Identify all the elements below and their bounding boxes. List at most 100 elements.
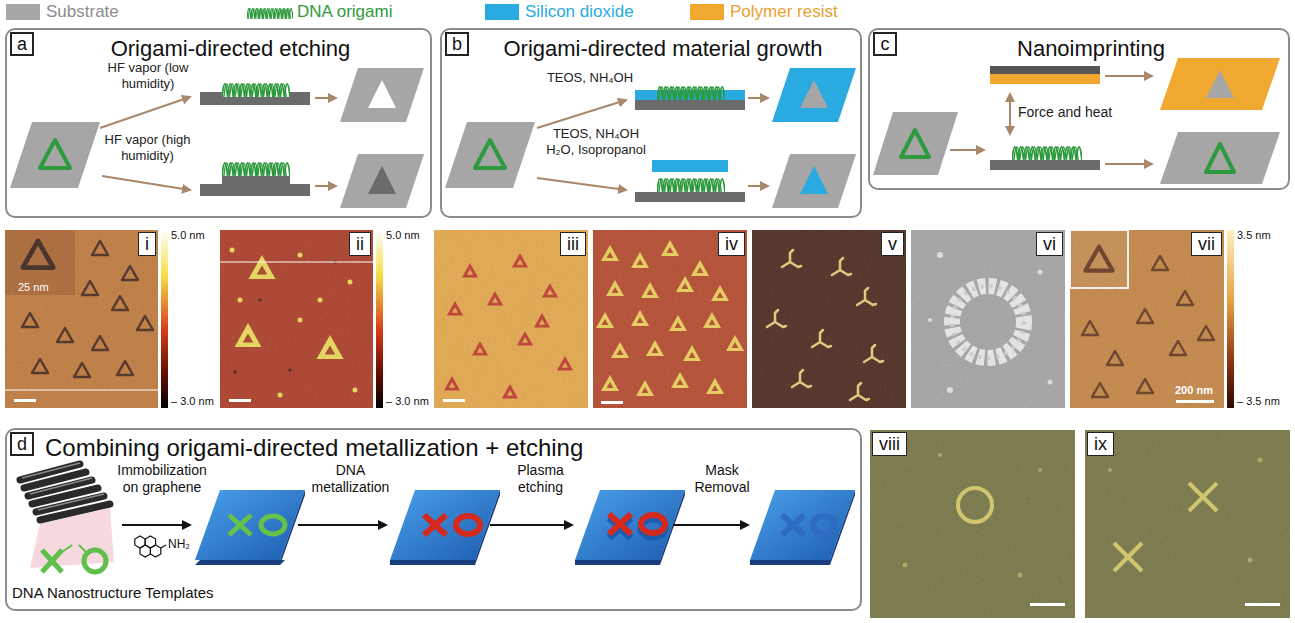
afm-image-i-part <box>161 230 168 408</box>
afm-image-ii-part <box>229 399 251 402</box>
etching-schematic-part <box>315 97 336 99</box>
sem-image-vi-part <box>911 230 1065 408</box>
afm-image-iv-part <box>601 401 623 404</box>
sem-image-vi-part <box>911 230 1065 408</box>
label-holder: Mask Removal <box>688 462 756 496</box>
metallization-schematic-part <box>79 545 87 553</box>
metallization-schematic-part <box>122 524 190 526</box>
metallization-schematic-part <box>42 550 62 572</box>
metallization-schematic-part <box>195 490 305 560</box>
metallization-schematic-part <box>38 494 104 510</box>
growth-schematic-part <box>800 166 828 194</box>
metallization-schematic-part <box>229 515 251 535</box>
afm-image-i-part <box>5 390 158 391</box>
afm-image-ii-part <box>376 230 383 408</box>
growth-schematic-part <box>537 178 626 190</box>
etching-schematic-part <box>222 84 290 97</box>
nanoimprint-schematic-part <box>1105 163 1152 165</box>
etching-schematic-part <box>40 140 70 168</box>
colorbar-min: – 3.0 nm <box>171 395 214 408</box>
condition-label: HF vapor (low humidity) <box>98 60 198 91</box>
label-holder: TEOS, NH₄OH H₂O, Isopropanol <box>540 126 652 157</box>
panel-letter: b <box>445 32 469 56</box>
afm-image-iii-part <box>443 399 465 402</box>
afm-image-iv-part <box>593 230 747 408</box>
nanoimprint-schematic-part <box>1012 147 1082 160</box>
colorbar-max: 5.0 nm <box>171 229 205 242</box>
etching-schematic-part <box>368 166 396 194</box>
panel-letter: d <box>10 432 34 456</box>
image-label: iii <box>560 232 586 256</box>
afm-image-i-part <box>14 399 36 402</box>
metallization-schematic-part <box>390 490 500 560</box>
afm-image-v-part <box>752 230 906 408</box>
image-label: i <box>138 232 156 256</box>
etching-schematic-part <box>340 68 424 122</box>
panel-box: Origami-directed etchinga <box>5 28 432 218</box>
nanoimprint-schematic-part <box>873 112 958 175</box>
growth-schematic-part <box>537 100 626 128</box>
label-holder: Plasma etching <box>503 462 578 496</box>
metallization-schematic-part <box>42 550 62 572</box>
legend-text: Substrate <box>46 2 119 22</box>
label-holder: – 3.0 nm <box>386 395 429 408</box>
afm-image-vii-part <box>1070 230 1224 408</box>
panel-box: Combining origami-directed metallization… <box>5 428 862 611</box>
panel-letter-text: c <box>881 34 890 54</box>
afm-image-iii-part <box>434 230 588 408</box>
metallization-schematic-part <box>750 490 855 565</box>
metallization-schematic-part <box>424 515 446 535</box>
metallization-schematic-part <box>261 516 285 534</box>
legend-swatch <box>6 4 40 20</box>
scale-bar-label: 200 nm <box>1175 384 1213 397</box>
metallization-schematic-part <box>30 478 92 494</box>
panel-letter: a <box>10 32 34 56</box>
metallization-schematic-part <box>140 545 150 557</box>
panel-title: Nanoimprinting <box>904 36 1278 62</box>
metallization-schematic-part <box>298 524 386 526</box>
nanoimprint-schematic-part <box>990 66 1100 74</box>
label-holder: 5.0 nm <box>386 229 420 242</box>
colorbar-max: 5.0 nm <box>386 229 420 242</box>
micrograph-panel: vii <box>1070 230 1224 408</box>
metallization-schematic-part <box>782 515 804 535</box>
image-label: vi <box>1036 232 1063 256</box>
metallization-schematic-part <box>456 516 480 534</box>
afm-image-viii-part <box>870 430 1075 618</box>
growth-schematic-part <box>772 154 856 208</box>
micrograph-panel: viii <box>870 430 1075 618</box>
metallization-schematic-part <box>229 515 251 535</box>
afm-image-iii <box>434 230 588 408</box>
nanoimprint-schematic-part <box>990 160 1100 170</box>
legend-text: Polymer resist <box>730 2 838 22</box>
growth-schematic-part <box>475 140 505 168</box>
sem-image-vi <box>911 230 1065 408</box>
legend-swatch <box>485 4 519 20</box>
panel-letter-text: b <box>452 34 462 54</box>
etching-schematic-part <box>100 97 190 128</box>
image-label: vii <box>1191 232 1222 256</box>
metallization-schematic-part <box>575 490 685 560</box>
colorbar-max: 3.5 nm <box>1237 229 1271 242</box>
image-label: ii <box>349 232 371 256</box>
template-caption: DNA Nanostructure Templates <box>12 584 213 602</box>
metallization-schematic-part <box>782 515 804 535</box>
panel-letter: c <box>873 32 897 56</box>
afm-image-vii <box>1070 230 1234 408</box>
growth-schematic-part <box>800 80 828 108</box>
condition-label: HF vapor (high humidity) <box>100 132 195 163</box>
step-label: DNA metallization <box>308 462 393 496</box>
growth-schematic-part <box>635 192 745 202</box>
panel-letter-text: a <box>17 34 27 54</box>
growth-schematic-part <box>635 100 745 110</box>
etching-schematic <box>10 68 424 208</box>
etching-schematic-part <box>315 185 336 187</box>
panel-title: Combining origami-directed metallization… <box>45 435 850 461</box>
afm-image-v-part <box>752 230 906 408</box>
metallization-schematic-part <box>813 516 835 534</box>
step-label: Immobilization on graphene <box>112 462 212 496</box>
nanoimprint-schematic-part <box>1206 70 1234 98</box>
afm-image-ii-part <box>220 262 373 263</box>
legend-text: Silicon dioxide <box>525 2 634 22</box>
label-holder: – 3.0 nm <box>171 395 214 408</box>
